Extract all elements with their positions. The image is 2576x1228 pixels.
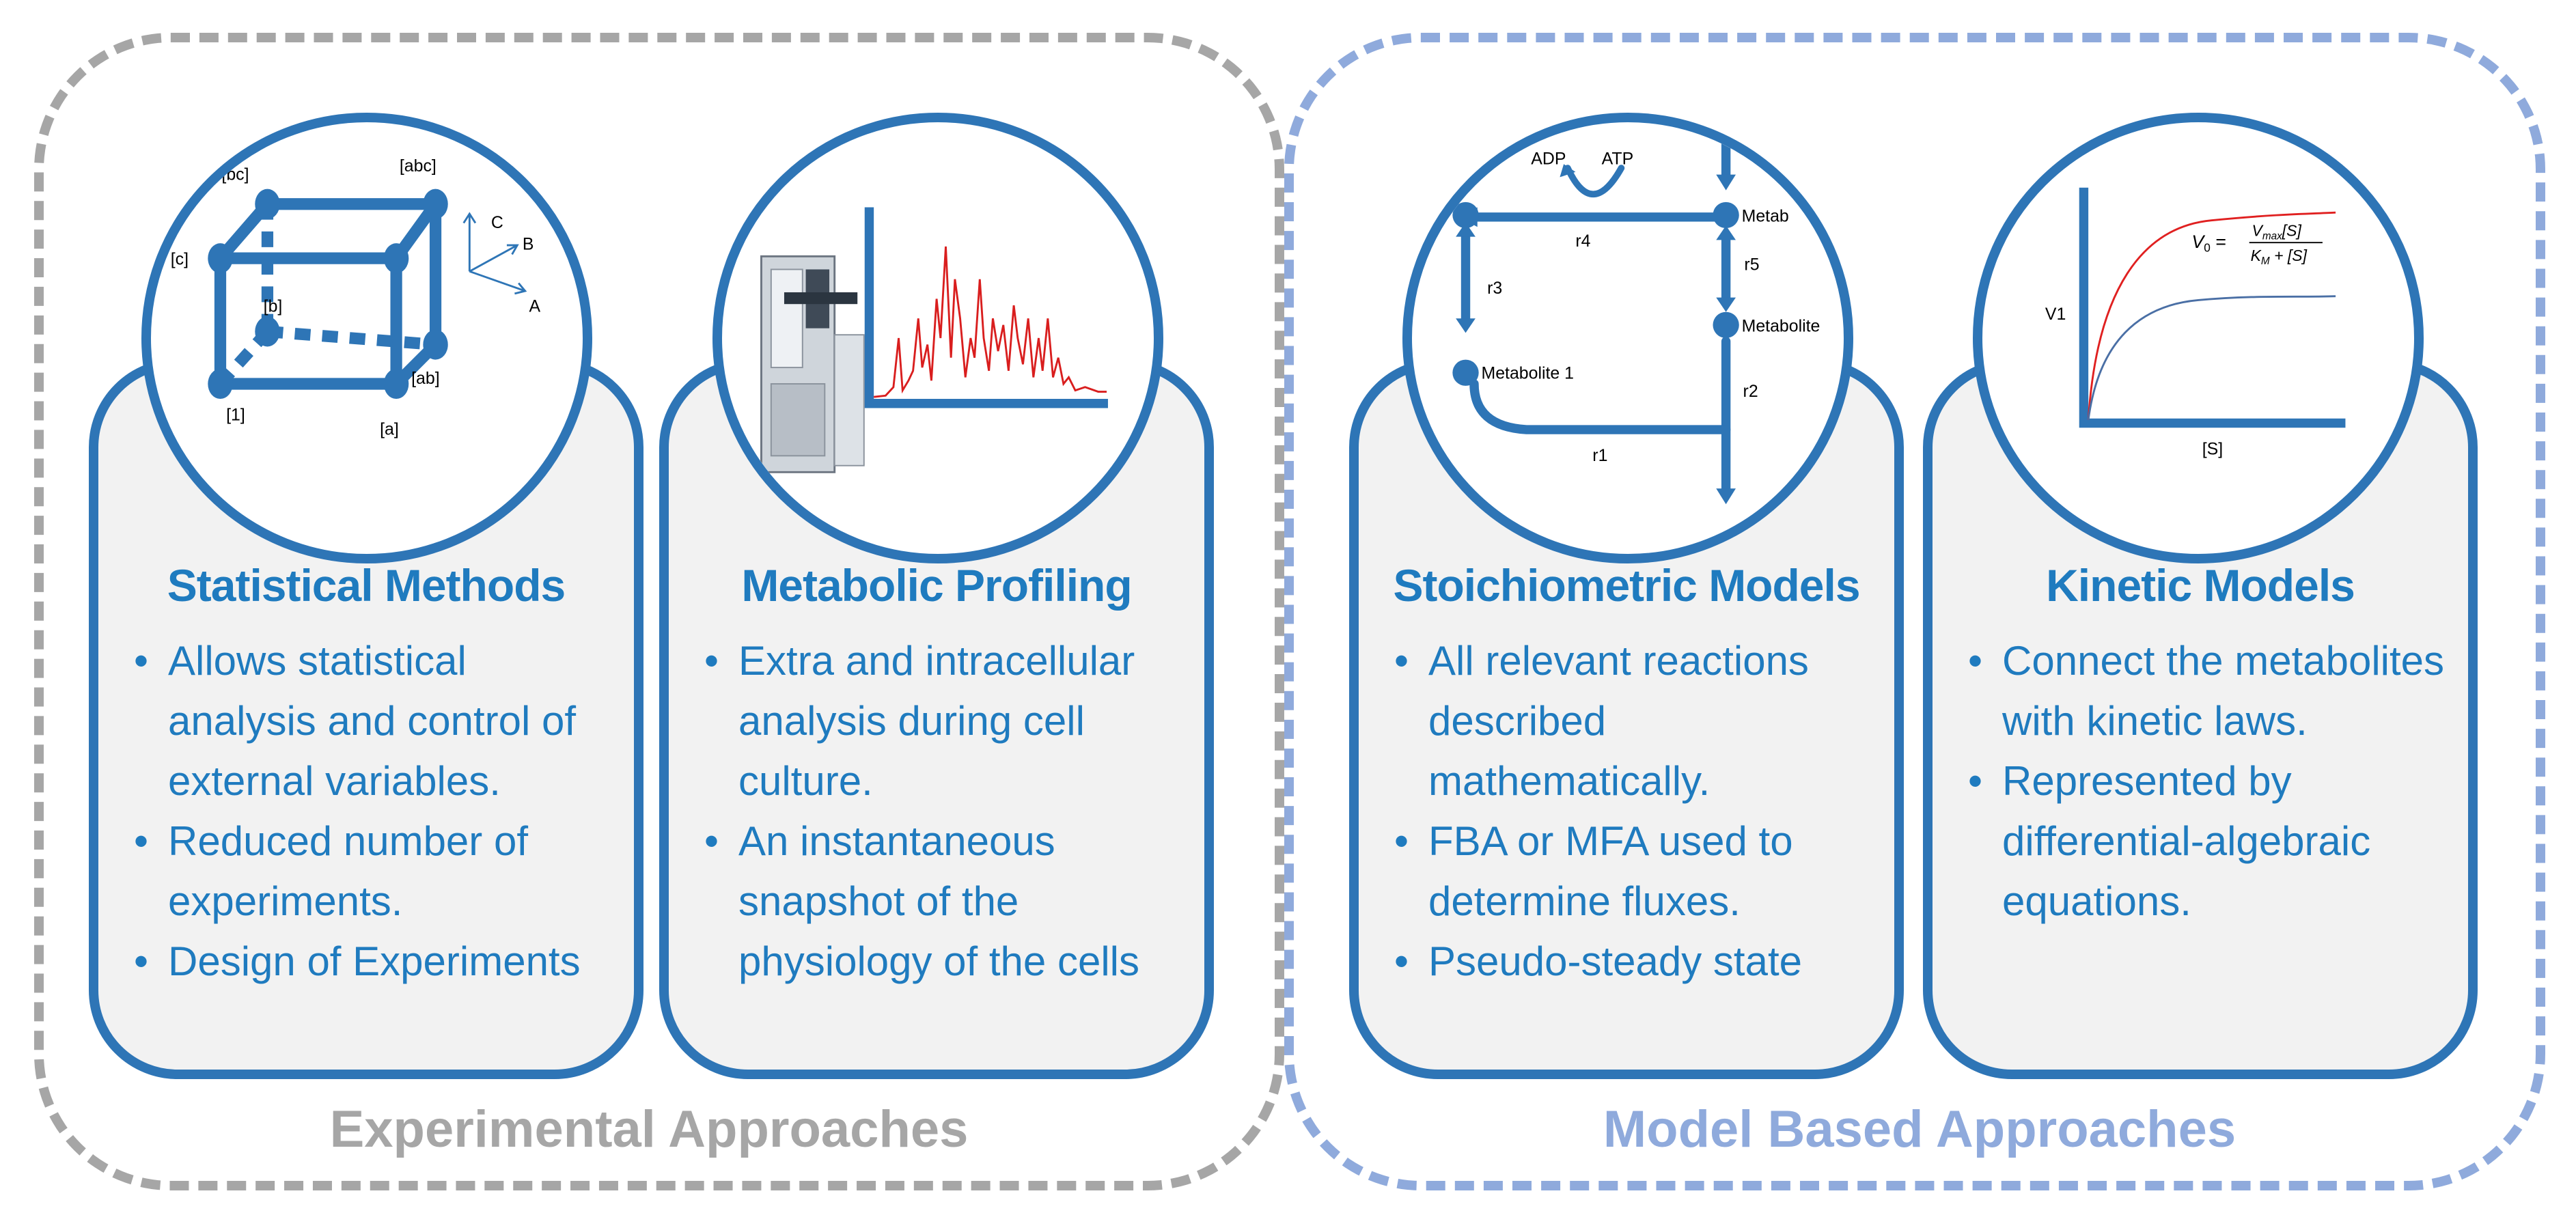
flux-r1-path — [1469, 379, 1731, 434]
metabolite-label: Metabolite 1 — [1482, 363, 1575, 382]
chromatogram-circle — [712, 113, 1163, 563]
mass-spectrometer-icon — [760, 255, 865, 473]
bullet-item: Reduced number of experiments. — [126, 811, 620, 932]
card-title: Stoichiometric Models — [1393, 560, 1860, 611]
bullet-item: Connect the metabolites with kinetic law… — [1960, 631, 2454, 751]
metabolic-network-circle: ADP ATP Metab r4 r5 r3 Metabolite Metabo… — [1402, 113, 1853, 563]
adp-label: ADP — [1531, 149, 1566, 168]
metabolite-node — [1713, 311, 1739, 338]
axis-a-arrow — [469, 270, 526, 292]
arrowhead — [1716, 488, 1736, 505]
cube-vertex — [383, 369, 409, 400]
reaction-label: r5 — [1744, 255, 1759, 274]
cube-vertex — [208, 369, 233, 400]
bullet-item: FBA or MFA used to determine fluxes. — [1386, 811, 1881, 932]
arrowhead — [1716, 297, 1736, 312]
vmax-curve — [2087, 211, 2336, 420]
cube-vertex — [383, 243, 409, 274]
svg-text:V0 =: V0 = — [2191, 232, 2226, 255]
bullet-list: All relevant reactions described mathema… — [1386, 631, 1881, 992]
cube-label: [a] — [380, 420, 399, 439]
metabolite-node — [1452, 359, 1479, 386]
arrowhead — [1456, 318, 1476, 333]
axis-label: A — [529, 297, 540, 316]
svg-text:Vmax[S]: Vmax[S] — [2252, 222, 2302, 242]
metabolic-network-diagram: ADP ATP Metab r4 r5 r3 Metabolite Metabo… — [1452, 130, 1820, 505]
reaction-label: r2 — [1743, 382, 1758, 401]
metabolite-label: Metabolite — [1742, 316, 1820, 335]
factorial-cube-diagram: [bc] [abc] [c] [b] [ab] [1] [a] C B A — [171, 156, 541, 439]
cube-label: [1] — [226, 406, 245, 425]
card-title: Metabolic Profiling — [741, 560, 1132, 611]
adp-atp-arc — [1564, 165, 1625, 198]
reaction-label: r3 — [1487, 279, 1502, 298]
x-axis-label: [S] — [2202, 439, 2223, 458]
experimental-approaches-frame — [34, 33, 1284, 1190]
reaction-label: r1 — [1592, 446, 1607, 465]
experimental-approaches-label: Experimental Approaches — [329, 1100, 969, 1158]
metabolite-node — [1452, 201, 1479, 229]
axis-b-arrow — [469, 244, 518, 273]
kinetic-curve-plot: V1 [S] V0 = Vmax[S] KM + [S] — [2045, 187, 2346, 458]
chromatogram-trace — [873, 246, 1107, 398]
svg-text:KM + [S]: KM + [S] — [2251, 247, 2308, 267]
plot-axes — [2079, 187, 2346, 428]
axis-label: B — [523, 235, 534, 254]
cube-label: [abc] — [400, 156, 437, 176]
bullet-list: Connect the metabolites with kinetic law… — [1960, 631, 2454, 932]
model-based-approaches-frame — [1284, 33, 2545, 1190]
arrowhead — [1456, 222, 1476, 237]
arrowhead — [1716, 225, 1736, 240]
reduced-rate-curve — [2087, 295, 2336, 420]
cube-vertex — [423, 329, 448, 360]
cube-vertex — [423, 189, 448, 219]
axis-label: C — [491, 213, 503, 232]
bullet-item: Pseudo-steady state — [1386, 932, 1881, 992]
arrowhead — [1560, 164, 1576, 178]
card-title: Kinetic Models — [2046, 560, 2355, 611]
cube-hidden-edge — [266, 325, 437, 351]
metabolite-node — [1713, 201, 1739, 229]
bullet-item: An instantaneous snapshot of the physiol… — [696, 811, 1191, 992]
bullet-item: Represented by differential-algebraic eq… — [1960, 751, 2454, 932]
cube-vertex — [208, 243, 233, 274]
chromatogram-axes — [864, 207, 1108, 408]
factorial-cube-circle: [bc] [abc] [c] [b] [ab] [1] [a] C B A — [141, 113, 592, 563]
y-axis-label: V1 — [2045, 305, 2066, 324]
kinetic-curve-circle: V1 [S] V0 = Vmax[S] KM + [S] — [1973, 113, 2424, 563]
atp-label: ATP — [1602, 149, 1634, 168]
metabolite-label: Metab — [1742, 207, 1789, 226]
cube-label: [bc] — [221, 165, 249, 184]
card-title: Statistical Methods — [167, 560, 566, 611]
michaelis-menten-equation: V0 = Vmax[S] KM + [S] — [2191, 222, 2323, 267]
bullet-item: Extra and intracellular analysis during … — [696, 631, 1191, 811]
bullet-list: Extra and intracellular analysis during … — [696, 631, 1191, 992]
reaction-label: r4 — [1575, 232, 1590, 251]
metabolic-profiling-card: Metabolic Profiling Extra and intracellu… — [659, 359, 1214, 1079]
bullet-list: Allows statistical analysis and control … — [126, 631, 620, 992]
metabolic-profiling-illustration — [760, 207, 1108, 473]
cube-label: [ab] — [411, 369, 440, 388]
statistical-methods-card: Statistical Methods Allows statistical a… — [89, 359, 643, 1079]
cube-label: [c] — [171, 250, 189, 269]
bullet-item: Design of Experiments — [126, 932, 620, 992]
arrowhead — [1716, 174, 1736, 191]
cube-vertex — [255, 316, 280, 347]
cube-vertex — [255, 189, 280, 219]
bullet-item: Allows statistical analysis and control … — [126, 631, 620, 811]
model-based-approaches-label: Model Based Approaches — [1603, 1100, 2236, 1158]
bullet-item: All relevant reactions described mathema… — [1386, 631, 1881, 811]
cube-label: [b] — [264, 297, 283, 316]
